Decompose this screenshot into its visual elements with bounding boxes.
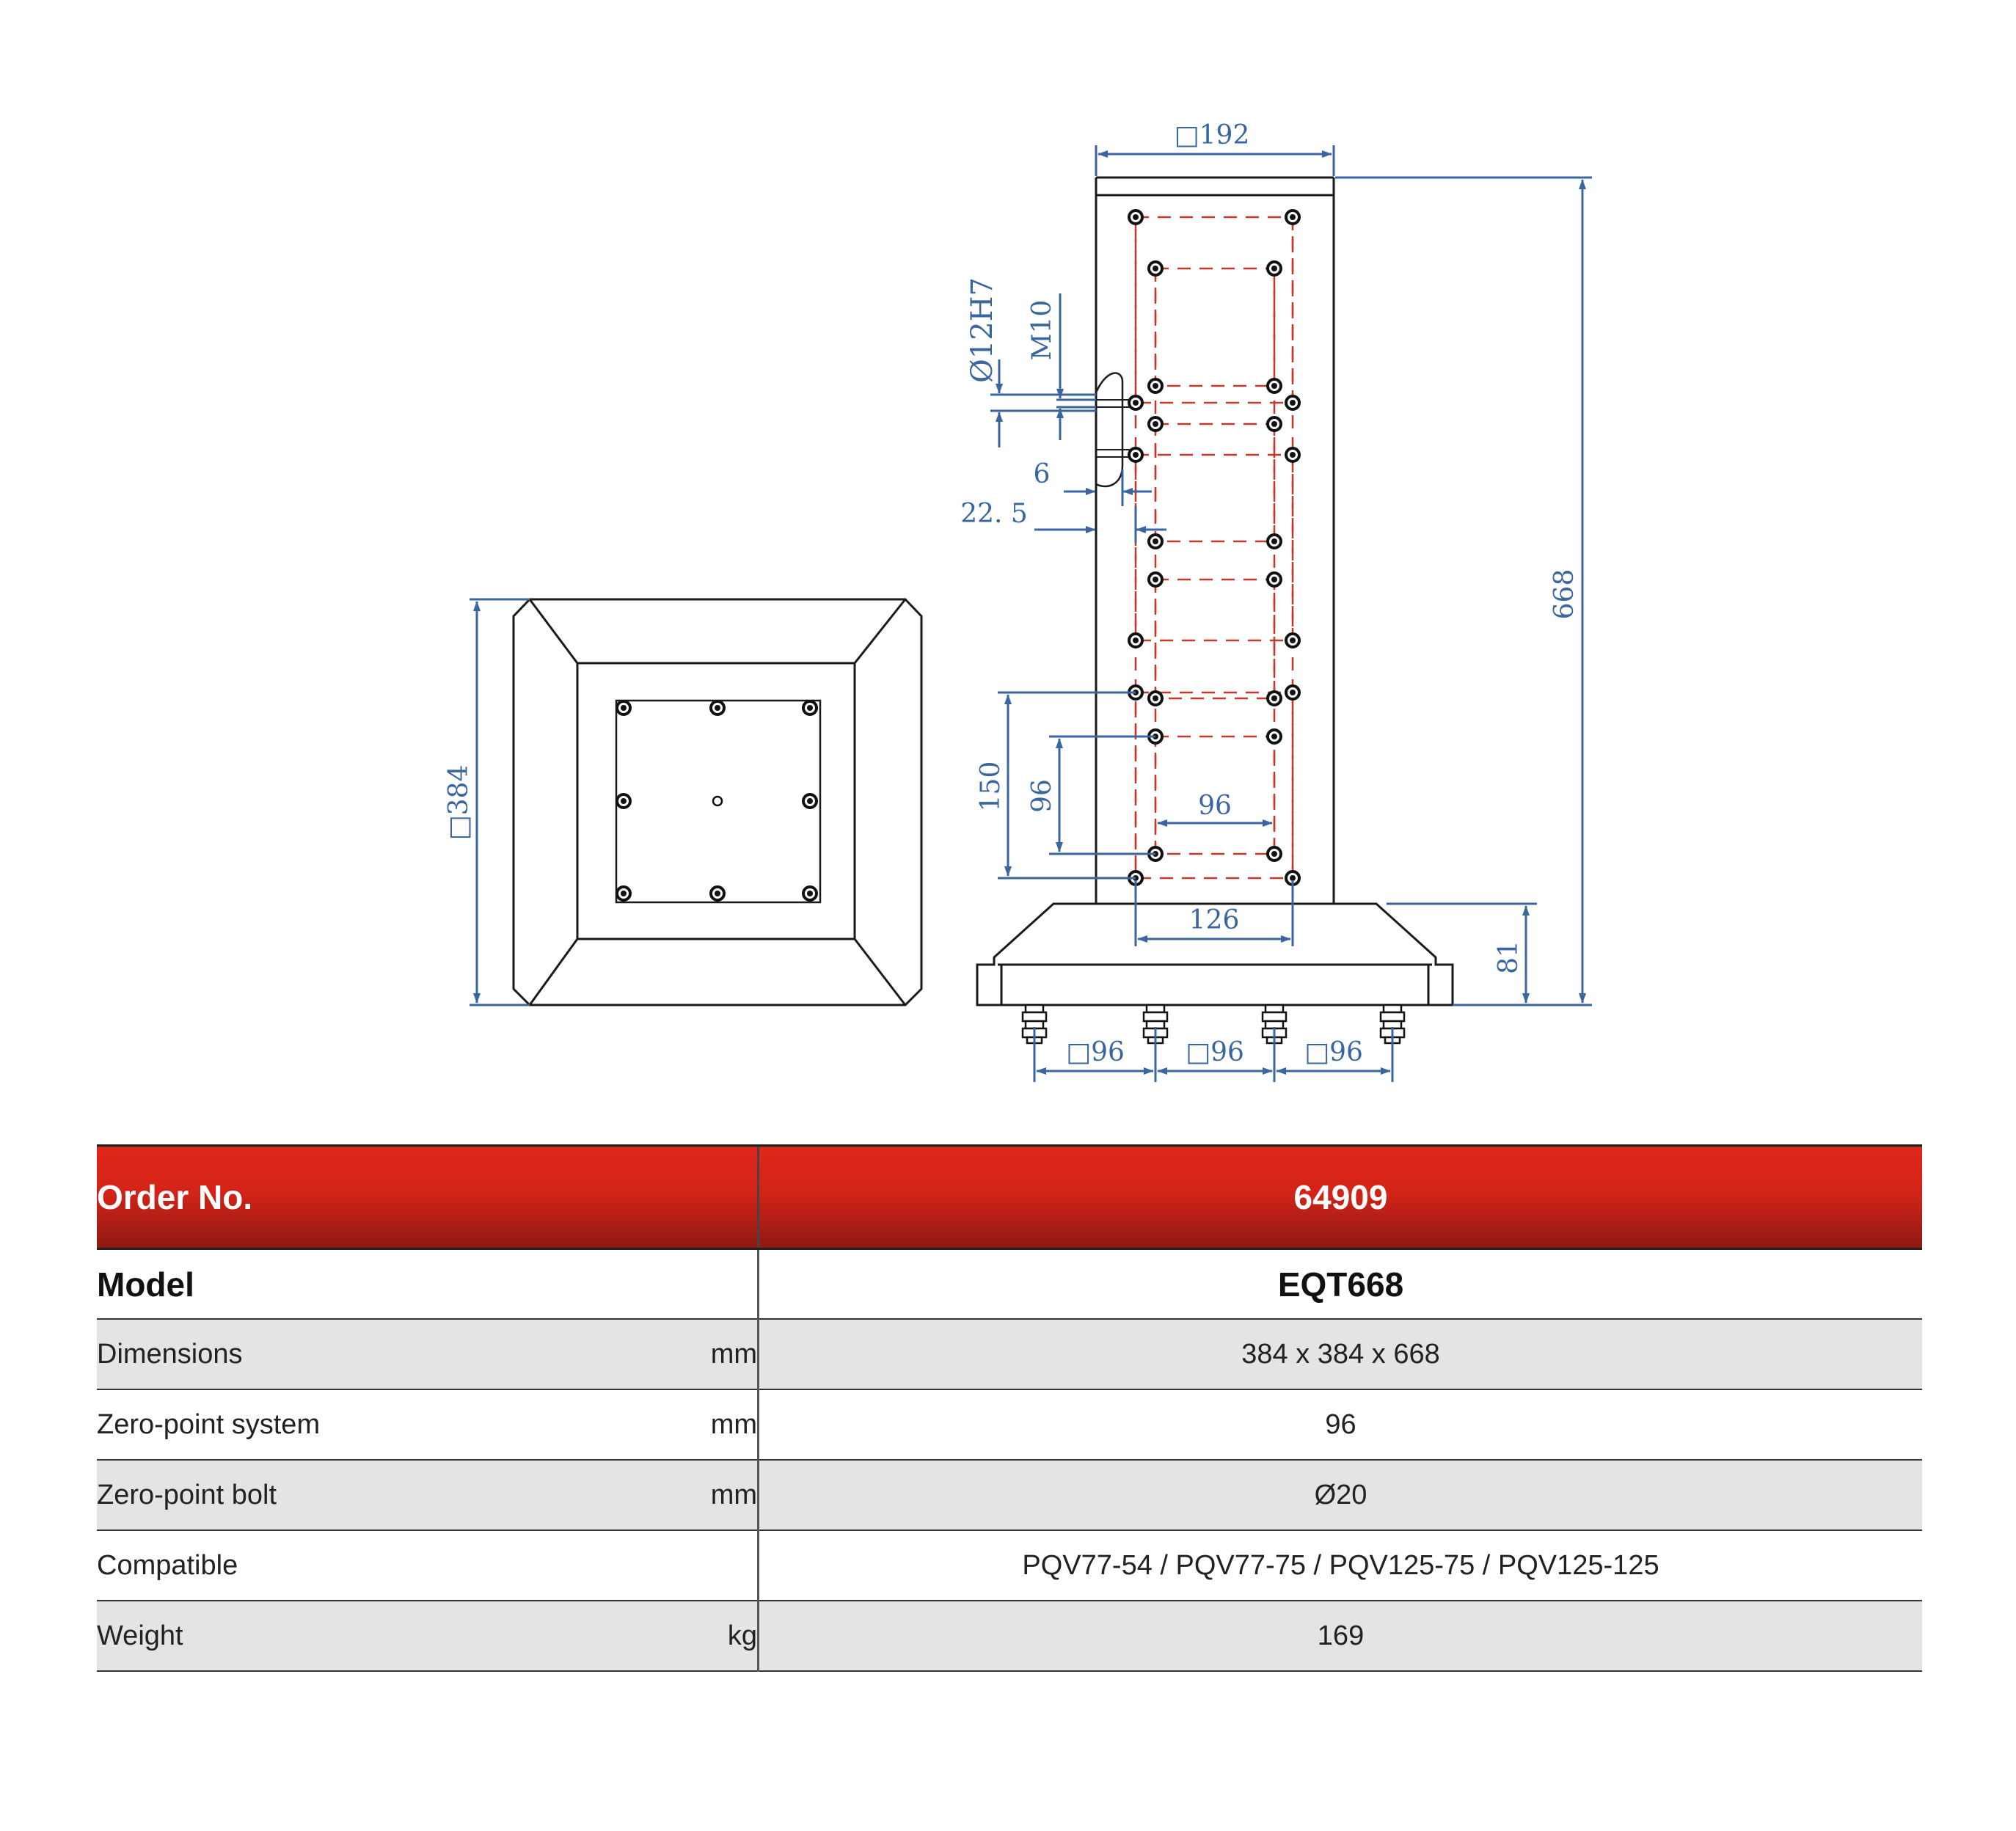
row-value: Ø20 [757, 1460, 1922, 1531]
dim-offset-22-5: 22. 5 [960, 499, 1028, 529]
dim-bolt-pitch-1: □96 [1066, 1037, 1125, 1067]
row-label: Zero-point system [97, 1389, 669, 1461]
front-view: □192 668 81 Ø12H7 M10 6 22. 5 15 [960, 120, 1592, 1082]
hole-icon [1285, 684, 1301, 701]
row-value: 384 x 384 x 668 [757, 1319, 1922, 1390]
dim-height-668: 668 [1549, 569, 1579, 620]
dim-pitch-96-horizontal: 96 [1198, 791, 1232, 821]
technical-drawing: □384 [444, 120, 1592, 1082]
dim-pitch-150: 150 [976, 761, 1006, 812]
top-view: □384 [444, 598, 923, 1006]
hole-icon [1147, 533, 1164, 549]
hole-icon [709, 885, 726, 902]
hole-icon [1285, 632, 1301, 648]
table-row: Zero-point bolt mm Ø20 [97, 1460, 1922, 1531]
row-label: Dimensions [97, 1319, 669, 1390]
hole-icon [1266, 533, 1282, 549]
top-view-holes [616, 700, 818, 902]
table-row: Dimensions mm 384 x 384 x 668 [97, 1319, 1922, 1390]
dim-bolt-pitch-3: □96 [1304, 1037, 1363, 1067]
hole-icon [1147, 690, 1164, 706]
row-value: 96 [757, 1389, 1922, 1461]
hole-icon [709, 700, 726, 716]
row-unit: mm [669, 1460, 759, 1531]
hole-icon [1147, 571, 1164, 588]
table-row: Weight kg 169 [97, 1601, 1922, 1672]
hole-icon [1147, 416, 1164, 432]
hole-icon [1266, 728, 1282, 745]
hole-icon [616, 793, 632, 809]
model-label: Model [97, 1249, 759, 1320]
header-row: Order No. 64909 [97, 1144, 1922, 1250]
hole-icon [1147, 260, 1164, 277]
model-value: EQT668 [757, 1249, 1922, 1320]
row-value: 169 [757, 1601, 1922, 1672]
center-hole-icon [712, 795, 723, 807]
dim-base-height-81: 81 [1494, 940, 1524, 974]
hole-icon [616, 885, 632, 902]
hole-icon [1266, 260, 1282, 277]
spec-table: Order No. 64909 Model EQT668 Dimensions … [97, 1144, 1922, 1672]
hole-icon [616, 700, 632, 716]
hole-pattern-grid [1134, 216, 1294, 880]
dim-offset-6: 6 [1034, 459, 1051, 489]
table-row: Compatible PQV77-54 / PQV77-75 / PQV125-… [97, 1530, 1922, 1601]
hole-icon [1285, 209, 1301, 225]
model-row: Model EQT668 [97, 1249, 1922, 1320]
order-no-value: 64909 [757, 1144, 1922, 1250]
hole-icon [1285, 447, 1301, 463]
dim-bolt-pitch-2: □96 [1186, 1037, 1244, 1067]
row-unit: kg [669, 1601, 759, 1672]
dim-base-384: □384 [444, 765, 474, 841]
hole-icon [1266, 846, 1282, 862]
hole-icon [802, 700, 818, 716]
hole-icon [1266, 690, 1282, 706]
dim-top-width: □192 [1175, 120, 1250, 150]
row-unit: mm [669, 1319, 759, 1390]
row-label: Compatible [97, 1530, 669, 1601]
hole-icon [1266, 571, 1282, 588]
hole-icon [1285, 870, 1301, 886]
hole-icon [1128, 632, 1144, 648]
row-unit [669, 1530, 759, 1601]
hole-icon [1128, 395, 1144, 411]
row-label: Weight [97, 1601, 669, 1672]
hole-icon [1147, 378, 1164, 394]
hole-icon [802, 885, 818, 902]
dim-pitch-96-vertical: 96 [1027, 779, 1057, 813]
row-label: Zero-point bolt [97, 1460, 669, 1531]
dim-thread: M10 [1027, 300, 1057, 361]
hole-icon [802, 793, 818, 809]
dim-bore: Ø12H7 [965, 277, 999, 383]
table-row: Zero-point system mm 96 [97, 1389, 1922, 1461]
order-no-label: Order No. [97, 1144, 759, 1250]
dim-pitch-126: 126 [1189, 905, 1240, 935]
hole-icon [1285, 395, 1301, 411]
row-value: PQV77-54 / PQV77-75 / PQV125-75 / PQV125… [757, 1530, 1922, 1601]
hole-icon [1266, 378, 1282, 394]
hole-icon [1128, 209, 1144, 225]
hole-icon [1266, 416, 1282, 432]
row-unit: mm [669, 1389, 759, 1461]
hole-icon [1128, 447, 1144, 463]
